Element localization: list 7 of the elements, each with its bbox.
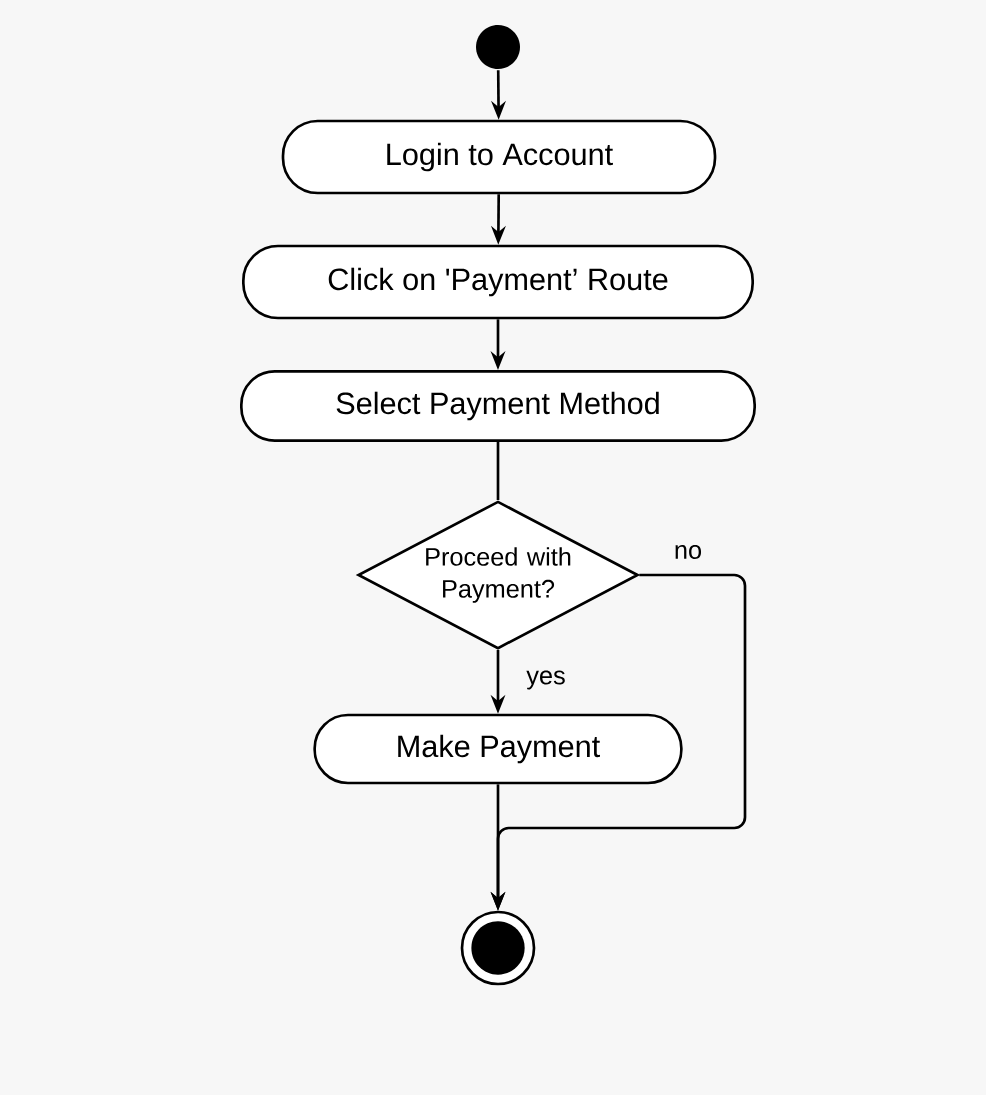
edge-label: yes [524, 669, 568, 691]
activity-box: Login to Account [281, 119, 717, 195]
activity-box: Click on 'Payment’ Route [242, 244, 754, 320]
end-node [460, 910, 536, 986]
start-node [476, 25, 520, 69]
activity-box: Make Payment [313, 713, 683, 785]
activity-box: Select Payment Method [240, 370, 756, 442]
